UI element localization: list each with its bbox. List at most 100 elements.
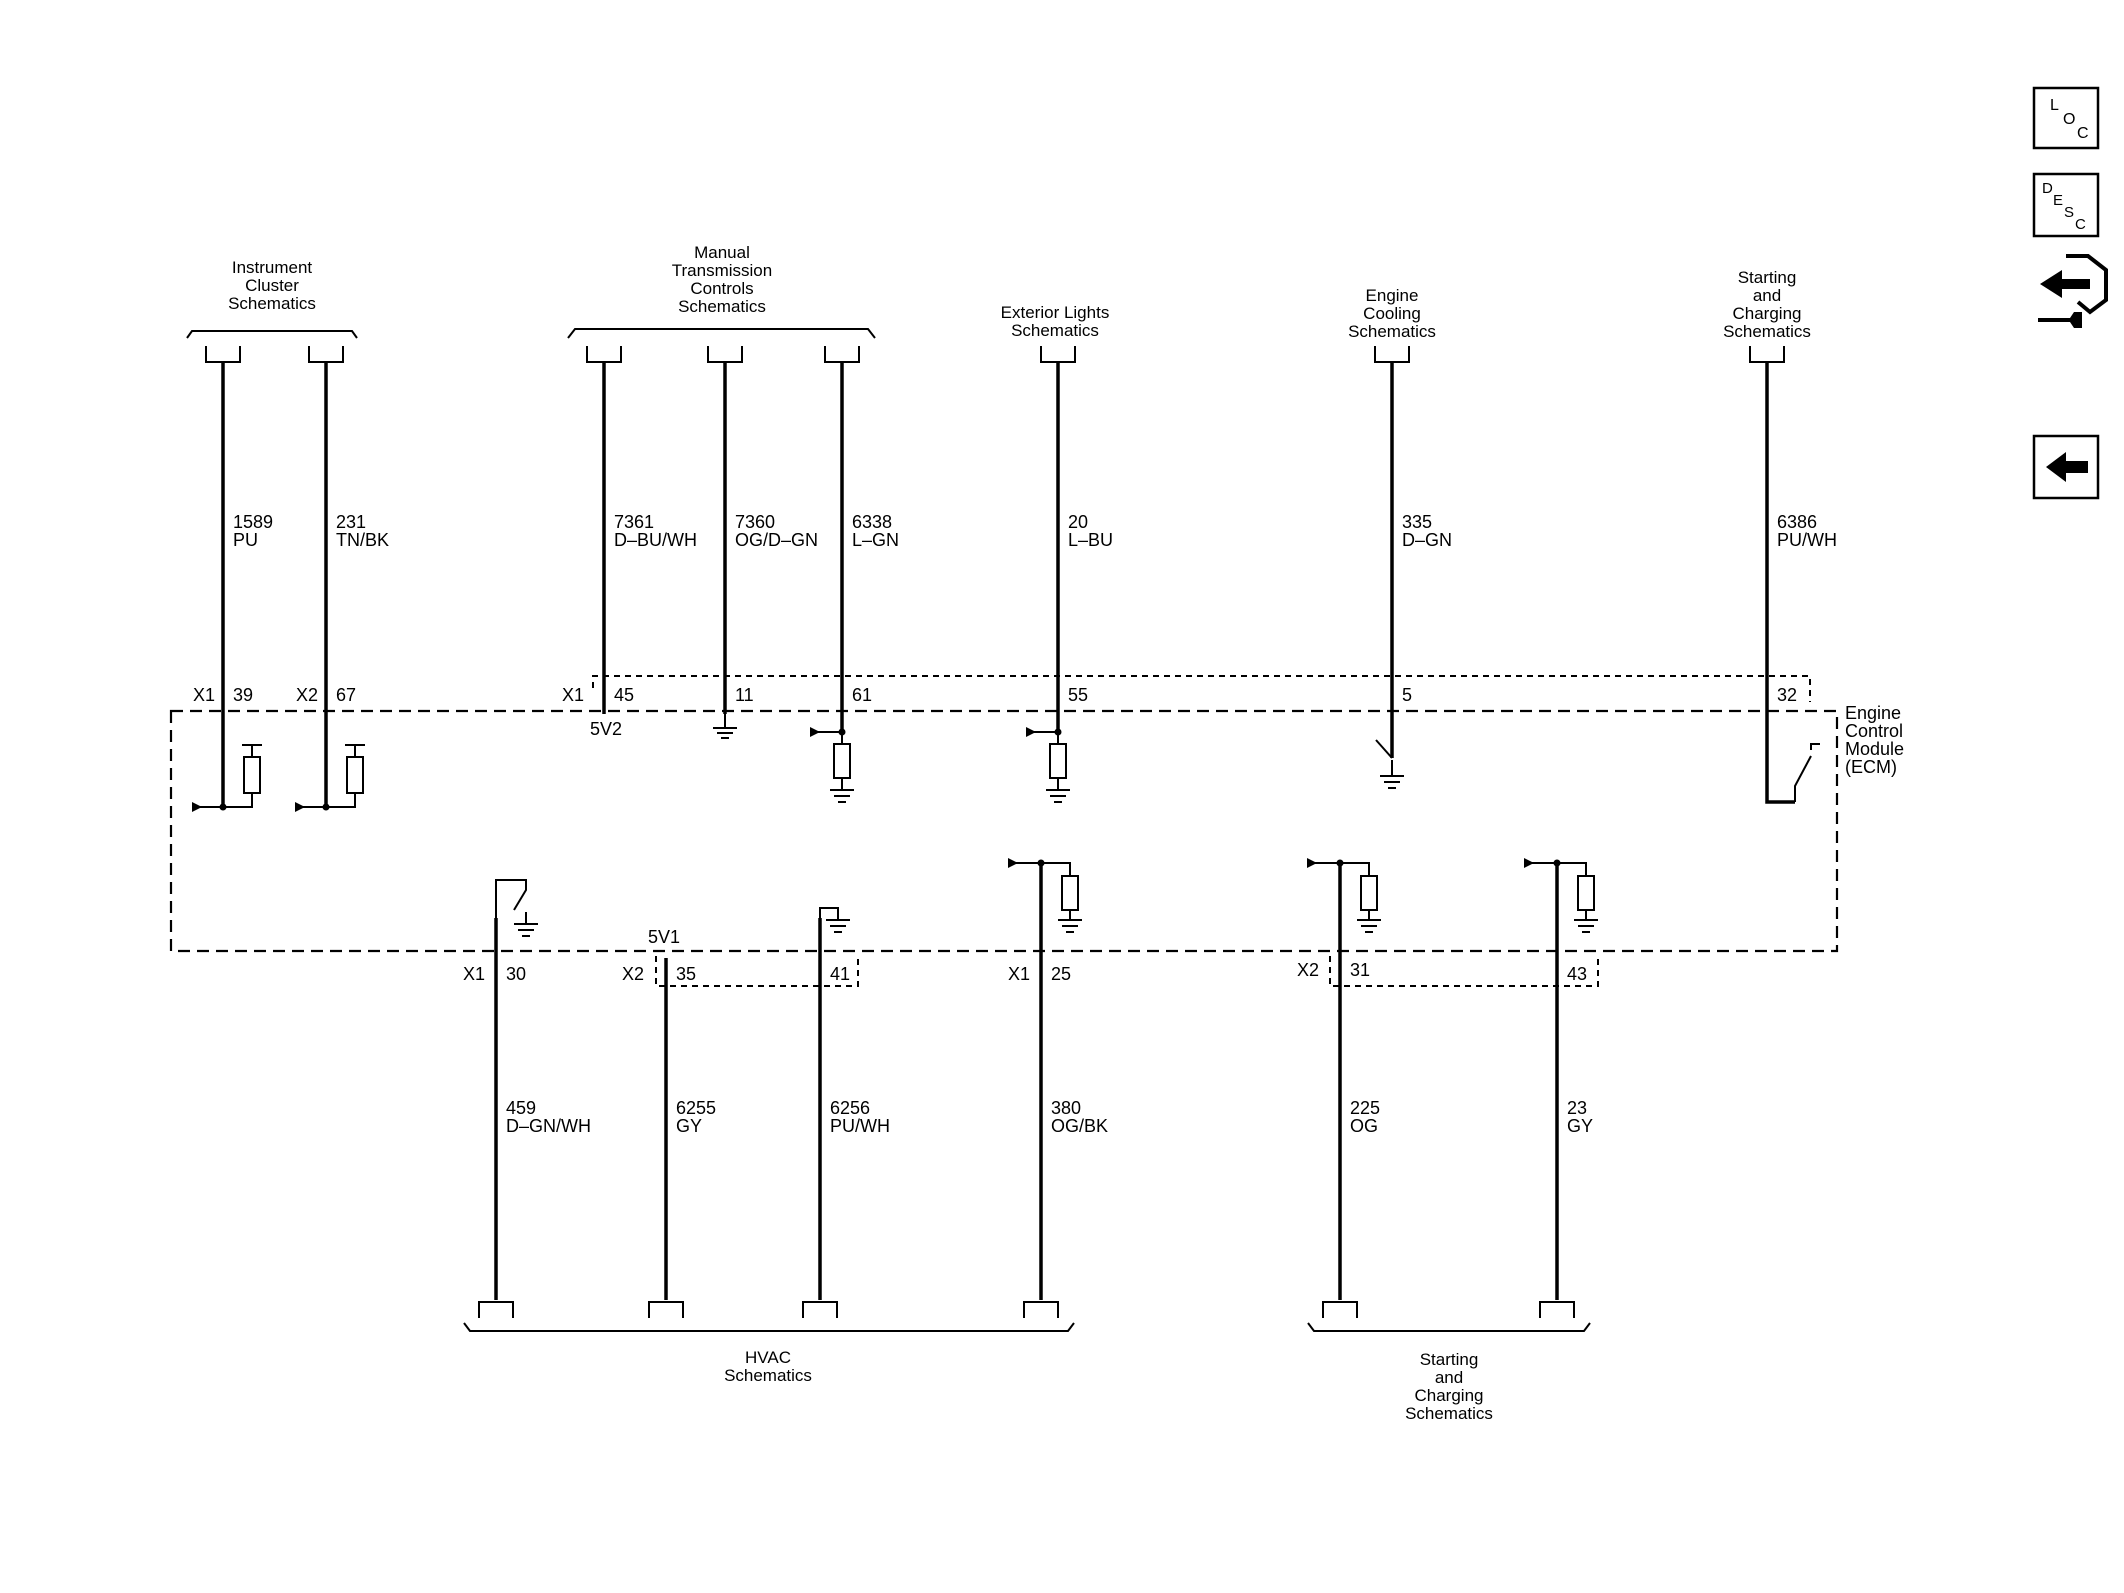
svg-text:Schematics: Schematics	[1348, 322, 1436, 341]
svg-text:11: 11	[735, 685, 754, 705]
group-starting-charging-top: Starting and Charging Schematics	[1723, 268, 1811, 341]
svg-text:5V2: 5V2	[590, 719, 622, 739]
svg-text:39: 39	[233, 685, 253, 705]
svg-text:Schematics: Schematics	[1723, 322, 1811, 341]
ecm-switch-6386	[1794, 743, 1820, 802]
svg-text:and: and	[1753, 286, 1781, 305]
svg-text:225: 225	[1350, 1098, 1380, 1118]
svg-text:X1: X1	[562, 685, 584, 705]
desc-button[interactable]: D E S C	[2032, 172, 2100, 238]
svg-text:Schematics: Schematics	[724, 1366, 812, 1385]
svg-text:X2: X2	[1297, 960, 1319, 980]
svg-text:S: S	[2064, 204, 2074, 221]
svg-text:OG/BK: OG/BK	[1051, 1116, 1108, 1136]
svg-text:Engine: Engine	[1366, 286, 1419, 305]
svg-text:L–BU: L–BU	[1068, 530, 1113, 550]
svg-text:7361: 7361	[614, 512, 654, 532]
svg-text:X1: X1	[193, 685, 215, 705]
wire-231: 231 TN/BK	[336, 512, 389, 550]
svg-text:Charging: Charging	[1733, 304, 1802, 323]
svg-text:41: 41	[830, 964, 850, 984]
connector-service-icon[interactable]	[2038, 254, 2108, 328]
wire-335: 335 D–GN	[1402, 512, 1452, 550]
svg-text:Starting: Starting	[1420, 1350, 1479, 1369]
top-x1-housing	[592, 675, 1811, 702]
bottom-x2-housing-hvac	[655, 956, 859, 987]
loc-button[interactable]: L O C	[2032, 86, 2100, 150]
wire-6386: 6386 PU/WH	[1777, 512, 1837, 550]
ecm-input-225	[1307, 858, 1381, 933]
svg-text:D–BU/WH: D–BU/WH	[614, 530, 697, 550]
svg-text:L–GN: L–GN	[852, 530, 899, 550]
svg-text:Engine: Engine	[1845, 703, 1901, 723]
svg-text:5: 5	[1402, 685, 1412, 705]
svg-text:Starting: Starting	[1738, 268, 1797, 287]
svg-text:Schematics: Schematics	[1011, 321, 1099, 340]
svg-text:20: 20	[1068, 512, 1088, 532]
svg-text:HVAC: HVAC	[745, 1348, 791, 1367]
svg-text:PU/WH: PU/WH	[1777, 530, 1837, 550]
svg-text:C: C	[2075, 216, 2086, 233]
svg-text:X1: X1	[1008, 964, 1030, 984]
svg-text:231: 231	[336, 512, 366, 532]
ecm-module-label: Engine Control Module (ECM)	[1845, 703, 1904, 777]
wire-23: 23 GY	[1567, 1098, 1593, 1136]
svg-text:25: 25	[1051, 964, 1071, 984]
group-instrument-cluster: Instrument Cluster Schematics	[186, 258, 358, 339]
top-wires	[221, 362, 1795, 807]
svg-text:GY: GY	[676, 1116, 702, 1136]
svg-text:OG/D–GN: OG/D–GN	[735, 530, 818, 550]
svg-text:Module: Module	[1845, 739, 1904, 759]
ecm-input-23	[1524, 858, 1598, 933]
wire-6256: 6256 PU/WH	[830, 1098, 890, 1136]
wire-20: 20 L–BU	[1068, 512, 1113, 550]
back-arrow-button[interactable]	[2032, 434, 2100, 500]
svg-text:D–GN: D–GN	[1402, 530, 1452, 550]
ground-icon	[713, 714, 737, 739]
svg-text:X1: X1	[463, 964, 485, 984]
svg-text:45: 45	[614, 685, 634, 705]
svg-text:6386: 6386	[1777, 512, 1817, 532]
wire-6255: 6255 GY	[676, 1098, 716, 1136]
svg-text:43: 43	[1567, 964, 1587, 984]
group-manual-transmission: Manual Transmission Controls Schematics	[567, 243, 876, 339]
svg-text:67: 67	[336, 685, 356, 705]
ecm-input-231	[295, 744, 365, 812]
wire-7360: 7360 OG/D–GN	[735, 512, 818, 550]
bottom-connector-labels: 5V1 X1 X2 X1 X2 30 35 41 25 31 43	[463, 927, 1587, 984]
group-engine-cooling: Engine Cooling Schematics	[1348, 286, 1436, 341]
ecm-switch-335	[1375, 739, 1404, 789]
svg-text:Controls: Controls	[690, 279, 753, 298]
svg-text:and: and	[1435, 1368, 1463, 1387]
top-connector-cups	[205, 346, 1785, 363]
svg-text:D: D	[2042, 180, 2053, 197]
wire-380: 380 OG/BK	[1051, 1098, 1108, 1136]
svg-text:5V1: 5V1	[648, 927, 680, 947]
svg-text:C: C	[2077, 125, 2089, 142]
svg-text:380: 380	[1051, 1098, 1081, 1118]
svg-text:7360: 7360	[735, 512, 775, 532]
svg-text:Schematics: Schematics	[678, 297, 766, 316]
svg-text:Charging: Charging	[1415, 1386, 1484, 1405]
svg-text:31: 31	[1350, 960, 1370, 980]
svg-text:6338: 6338	[852, 512, 892, 532]
wire-225: 225 OG	[1350, 1098, 1380, 1136]
svg-text:(ECM): (ECM)	[1845, 757, 1897, 777]
group-hvac: HVAC Schematics	[463, 1322, 1075, 1385]
ecm-input-20	[1026, 727, 1070, 803]
ecm-input-6338	[810, 727, 854, 803]
svg-text:PU: PU	[233, 530, 258, 550]
svg-text:PU/WH: PU/WH	[830, 1116, 890, 1136]
svg-text:Schematics: Schematics	[1405, 1404, 1493, 1423]
svg-text:OG: OG	[1350, 1116, 1378, 1136]
bottom-connector-cups	[478, 1301, 1575, 1318]
ecm-input-380	[1008, 858, 1082, 933]
ecm-ground-6256-symbol	[819, 907, 850, 933]
svg-text:35: 35	[676, 964, 696, 984]
bottom-wires	[494, 863, 1559, 1300]
wire-6338: 6338 L–GN	[852, 512, 899, 550]
svg-text:GY: GY	[1567, 1116, 1593, 1136]
group-exterior-lights: Exterior Lights Schematics	[1001, 303, 1110, 340]
svg-text:X2: X2	[296, 685, 318, 705]
